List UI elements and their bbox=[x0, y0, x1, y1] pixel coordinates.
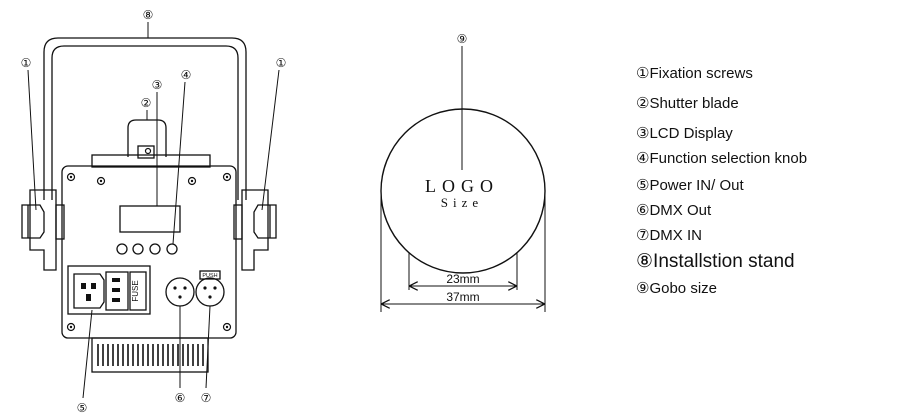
legend-item-lcd-display: ③LCD Display bbox=[636, 124, 733, 142]
shutter-slot bbox=[137, 145, 155, 159]
dmx-out-connector bbox=[165, 277, 195, 307]
vent-slots bbox=[97, 344, 204, 366]
gobo-size-text: Size bbox=[441, 195, 483, 210]
callout-6: ⑥ bbox=[175, 391, 186, 405]
left-knob bbox=[21, 204, 45, 239]
screw bbox=[144, 147, 152, 155]
power-out-socket bbox=[105, 271, 129, 311]
installation-stand-inner bbox=[51, 45, 239, 200]
right-bracket bbox=[241, 189, 269, 271]
lcd-display bbox=[119, 205, 181, 233]
top-cover bbox=[91, 154, 211, 168]
function-knob bbox=[116, 243, 128, 255]
outer-dimension-label: 37mm bbox=[446, 290, 479, 304]
callout-1-left: ① bbox=[21, 56, 32, 70]
push-tab bbox=[199, 270, 221, 280]
callout-8: ⑧ bbox=[143, 8, 154, 22]
legend-item-gobo-size: ⑨Gobo size bbox=[636, 279, 717, 297]
function-knob bbox=[166, 243, 178, 255]
function-knob bbox=[132, 243, 144, 255]
gobo-logo-text: LOGO bbox=[425, 176, 499, 196]
inner-dimension-label: 23mm bbox=[446, 272, 479, 286]
legend-item-function-selection-knob: ④Function selection knob bbox=[636, 149, 808, 167]
callout-9: ⑨ bbox=[457, 32, 468, 46]
left-bracket bbox=[29, 189, 57, 271]
screw bbox=[222, 172, 232, 182]
power-in-socket bbox=[73, 273, 105, 309]
legend-item-dmx-in: ⑦DMX IN bbox=[636, 226, 702, 244]
screw bbox=[66, 322, 76, 332]
callout-2: ② bbox=[141, 96, 152, 110]
legend-item-power-in-out: ⑤Power IN/ Out bbox=[636, 176, 744, 194]
shutter-blade bbox=[127, 119, 167, 157]
screw bbox=[96, 176, 106, 186]
callout-7: ⑦ bbox=[201, 391, 212, 405]
right-pivot bbox=[233, 204, 243, 240]
legend-item-dmx-out: ⑥DMX Out bbox=[636, 201, 712, 219]
legend-item-fixation-screws: ①Fixation screws bbox=[636, 64, 753, 82]
callout-3: ③ bbox=[152, 78, 163, 92]
dmx-in-connector bbox=[195, 277, 225, 307]
screw bbox=[187, 176, 197, 186]
push-label: PUSH bbox=[202, 273, 217, 279]
screw bbox=[66, 172, 76, 182]
legend-item-shutter-blade: ②Shutter blade bbox=[636, 94, 739, 112]
legend-item-installation-stand: ⑧Installstion stand bbox=[636, 250, 795, 272]
callout-1-right: ① bbox=[276, 56, 287, 70]
callout-5: ⑤ bbox=[77, 401, 88, 415]
right-knob bbox=[253, 204, 277, 239]
left-pivot bbox=[55, 204, 65, 240]
fuse-label: FUSE bbox=[131, 280, 140, 301]
function-knob bbox=[149, 243, 161, 255]
screw bbox=[222, 322, 232, 332]
fuse-holder bbox=[129, 271, 147, 311]
bottom-vent-housing bbox=[91, 337, 209, 373]
power-socket-panel bbox=[67, 265, 151, 315]
callout-4: ④ bbox=[181, 68, 192, 82]
installation-stand bbox=[43, 37, 247, 200]
